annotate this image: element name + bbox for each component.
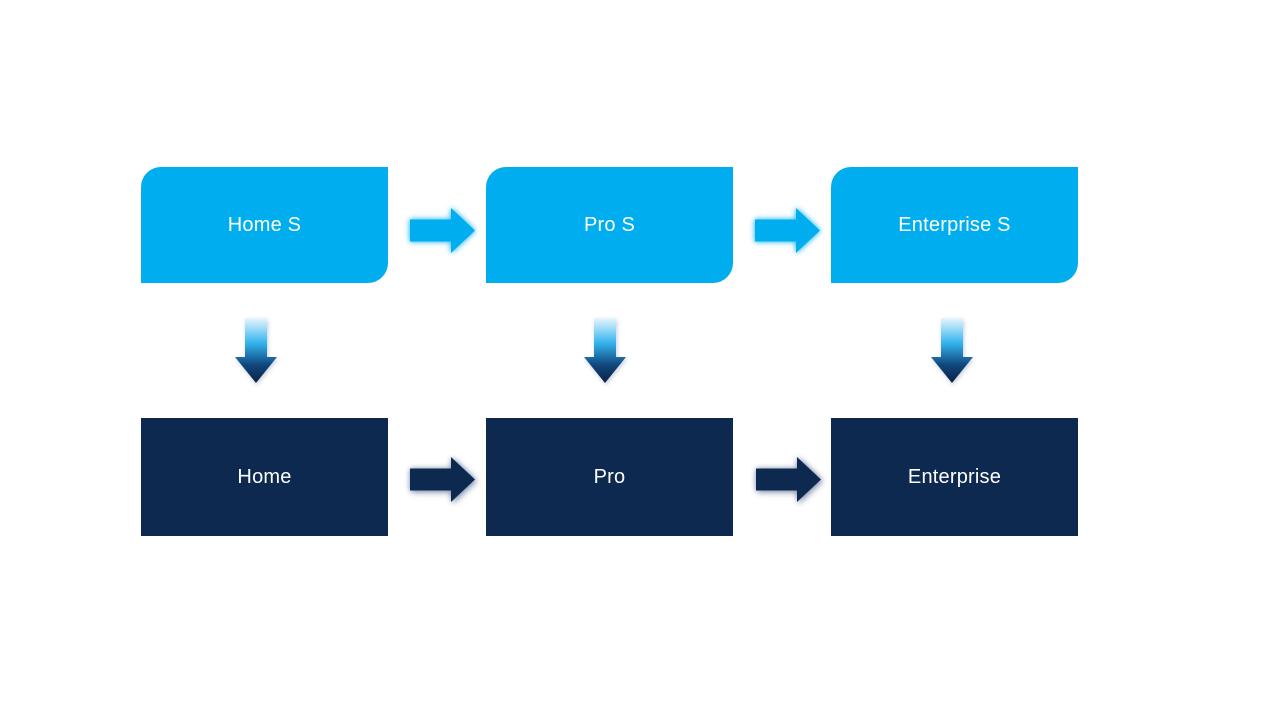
stage-box-home: Home [141, 418, 388, 536]
right-arrow-icon [410, 457, 475, 502]
stage-box-enterprise: Enterprise [831, 418, 1078, 536]
box-label: Enterprise [907, 465, 1002, 488]
stage-box-enterprise-s: Enterprise S [831, 167, 1078, 283]
box-label: Enterprise S [898, 213, 1011, 236]
right-arrow-icon [755, 208, 820, 253]
right-arrow-icon [756, 457, 821, 502]
box-label: Pro S [583, 213, 636, 236]
stage-box-pro-s: Pro S [486, 167, 733, 283]
stage-box-pro: Pro [486, 418, 733, 536]
down-arrow-icon [584, 318, 626, 383]
down-arrow-icon [235, 318, 277, 383]
box-label: Home S [227, 213, 302, 236]
stage-box-home-s: Home S [141, 167, 388, 283]
right-arrow-icon [410, 208, 475, 253]
box-label: Pro [593, 465, 626, 488]
box-label: Home [237, 465, 292, 488]
down-arrow-icon [931, 318, 973, 383]
